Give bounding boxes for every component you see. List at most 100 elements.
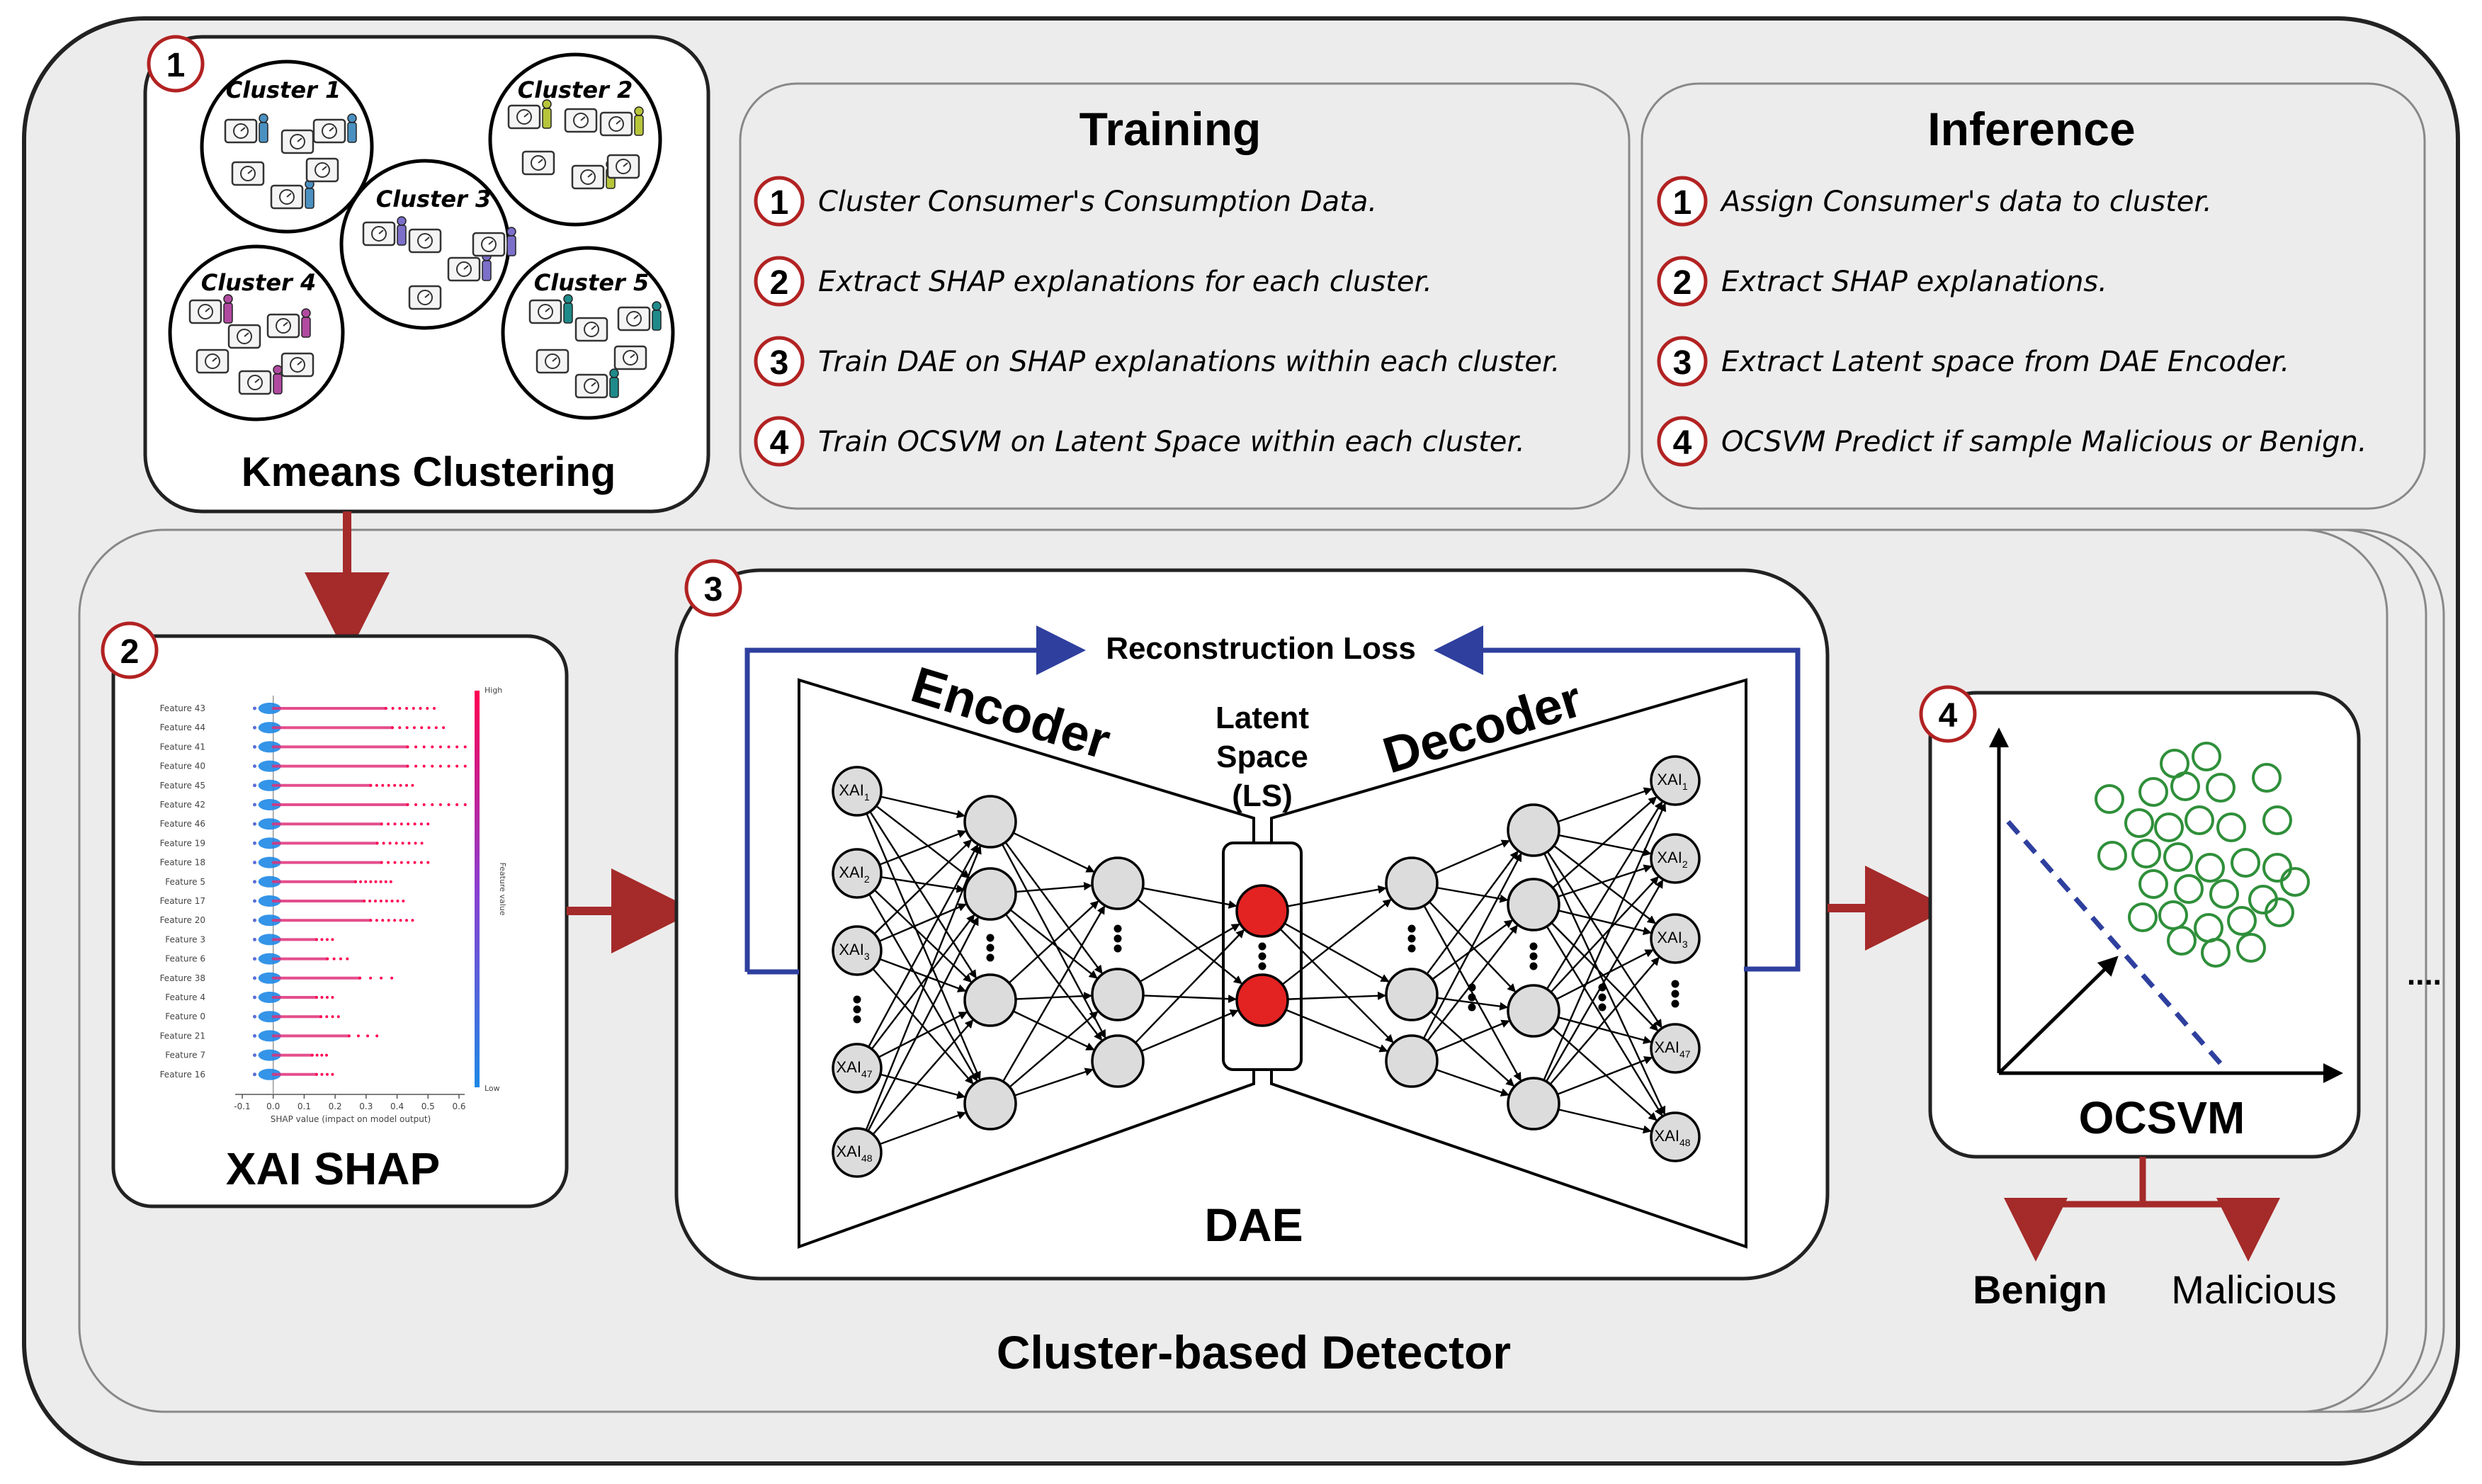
neuron-label: XAI47 xyxy=(1654,1038,1690,1060)
shap-feature-label: Feature 21 xyxy=(160,1031,205,1041)
shap-feature-label: Feature 16 xyxy=(160,1070,205,1080)
output-neuron xyxy=(1650,755,1701,806)
kmeans-title: Kmeans Clustering xyxy=(242,449,616,495)
ellipsis-dot xyxy=(986,934,994,942)
inference-step-2: 2 Extract SHAP explanations. xyxy=(1657,256,2107,307)
smart-meter-icon xyxy=(408,228,442,254)
neuron-label: XAI1 xyxy=(1657,771,1687,792)
smart-meter-icon xyxy=(536,349,570,374)
smart-meter-icon xyxy=(362,216,407,247)
step-text: Train DAE on SHAP explanations within ea… xyxy=(818,346,1560,378)
smart-meter-icon xyxy=(507,99,552,130)
smart-meter-icon xyxy=(528,294,573,324)
cluster-5-label: Cluster 5 xyxy=(534,269,649,296)
smart-meter-icon xyxy=(224,113,268,144)
cluster-4-label: Cluster 4 xyxy=(201,269,316,296)
smart-meter-icon xyxy=(408,285,442,310)
latent-label-3: (LS) xyxy=(1232,778,1293,813)
ocsvm-weight-vector xyxy=(1998,956,2119,1075)
ocsvm-point xyxy=(2138,777,2168,807)
cluster-2: Cluster 2 xyxy=(488,52,662,227)
svg-text:4: 4 xyxy=(1939,697,1958,735)
step-number: 2 xyxy=(1673,264,1692,302)
ellipsis-dot xyxy=(1671,980,1679,988)
ellipsis-more-clusters: .... xyxy=(2407,957,2442,992)
hidden-neuron xyxy=(1507,984,1560,1038)
step-number-badge xyxy=(754,176,805,227)
ellipsis-dot xyxy=(1407,924,1416,933)
smart-meter-icon xyxy=(305,157,339,183)
shap-x-tick: 0.3 xyxy=(359,1101,373,1111)
ellipsis-dot xyxy=(1407,934,1416,943)
latent-neuron xyxy=(1235,973,1289,1027)
ellipsis-dot xyxy=(1598,1003,1606,1012)
hidden-neuron xyxy=(963,973,1017,1027)
step-number: 1 xyxy=(1673,184,1692,222)
shap-feature-label: Feature 20 xyxy=(160,915,205,925)
shap-feature-label: Feature 40 xyxy=(160,761,205,771)
training-step-4: 4 Train OCSVM on Latent Space within each… xyxy=(754,416,1525,467)
step-number-badge xyxy=(1657,416,1708,467)
smart-meter-icon xyxy=(617,301,662,332)
ocsvm-point xyxy=(2236,933,2266,963)
shap-feature-label: Feature 6 xyxy=(165,954,205,964)
ocsvm-point xyxy=(2154,812,2184,842)
shap-feature-label: Feature 18 xyxy=(160,858,205,868)
shap-x-tick: 0.6 xyxy=(452,1101,465,1111)
inference-title: Inference xyxy=(1927,103,2135,155)
shap-colorbar-label: Feature value xyxy=(498,862,507,915)
input-neuron xyxy=(832,766,883,817)
cluster-1-label: Cluster 1 xyxy=(226,77,341,103)
ocsvm-point xyxy=(2280,867,2310,897)
shap-colorbar-low: Low xyxy=(484,1084,500,1093)
ellipsis-dot xyxy=(1671,999,1679,1008)
input-neuron xyxy=(832,848,883,899)
hidden-neuron xyxy=(1385,1034,1439,1088)
shap-feature-label: Feature 43 xyxy=(160,703,205,713)
smart-meter-icon xyxy=(280,352,314,378)
neuron-label: XAI2 xyxy=(839,863,869,885)
detector-title: Cluster-based Detector xyxy=(997,1326,1511,1378)
smart-meter-icon xyxy=(599,106,644,137)
step-text: Extract SHAP explanations. xyxy=(1721,266,2107,298)
step-text: Train OCSVM on Latent Space within each … xyxy=(818,426,1525,458)
smart-meter-icon xyxy=(188,294,233,324)
step-number: 4 xyxy=(770,424,789,462)
ellipsis-dot xyxy=(1258,942,1266,951)
ellipsis-dot xyxy=(853,995,861,1004)
smart-meter-icon xyxy=(280,129,314,154)
step-badge-1: 1 xyxy=(147,35,205,93)
ocsvm-point xyxy=(2138,869,2168,899)
shap-feature-label: Feature 5 xyxy=(165,877,205,887)
input-neuron xyxy=(832,1043,883,1094)
hidden-neuron xyxy=(963,1077,1017,1131)
smart-meter-icon xyxy=(227,324,261,349)
reconstruction-loss-arrow-left xyxy=(744,625,1086,972)
step-number: 3 xyxy=(770,344,789,382)
step-text: Extract SHAP explanations for each clust… xyxy=(818,266,1432,298)
ocsvm-panel: OCSVM 4 xyxy=(1919,685,2361,1159)
ellipsis-dot xyxy=(1407,944,1416,953)
step-number: 1 xyxy=(770,184,789,222)
neural-network: XAI1XAI2XAI3XAI47XAI48XAI1XAI2XAI3XAI47X… xyxy=(832,755,1701,1178)
latent-label-1: Latent xyxy=(1216,701,1309,735)
svg-text:2: 2 xyxy=(120,633,140,671)
output-neuron xyxy=(1650,1023,1701,1074)
hidden-neuron xyxy=(1091,856,1145,910)
ellipsis-dot xyxy=(1114,944,1122,953)
hidden-neuron xyxy=(1507,1077,1560,1131)
ellipsis-dot xyxy=(1468,983,1476,992)
reconstruction-loss-arrow-right xyxy=(1434,625,1801,972)
shap-feature-label: Feature 38 xyxy=(160,973,205,983)
output-neuron xyxy=(1650,833,1701,884)
neuron-label: XAI1 xyxy=(839,781,869,803)
hidden-neuron xyxy=(963,867,1017,921)
smart-meter-icon xyxy=(574,317,608,342)
smart-meter-icon xyxy=(238,365,283,395)
step-text: Assign Consumer's data to cluster. xyxy=(1719,186,2212,218)
neuron-label: XAI3 xyxy=(839,941,869,962)
step-text: OCSVM Predict if sample Malicious or Ben… xyxy=(1721,426,2367,458)
network-nodes: XAI1XAI2XAI3XAI47XAI48XAI1XAI2XAI3XAI47X… xyxy=(832,755,1701,1178)
